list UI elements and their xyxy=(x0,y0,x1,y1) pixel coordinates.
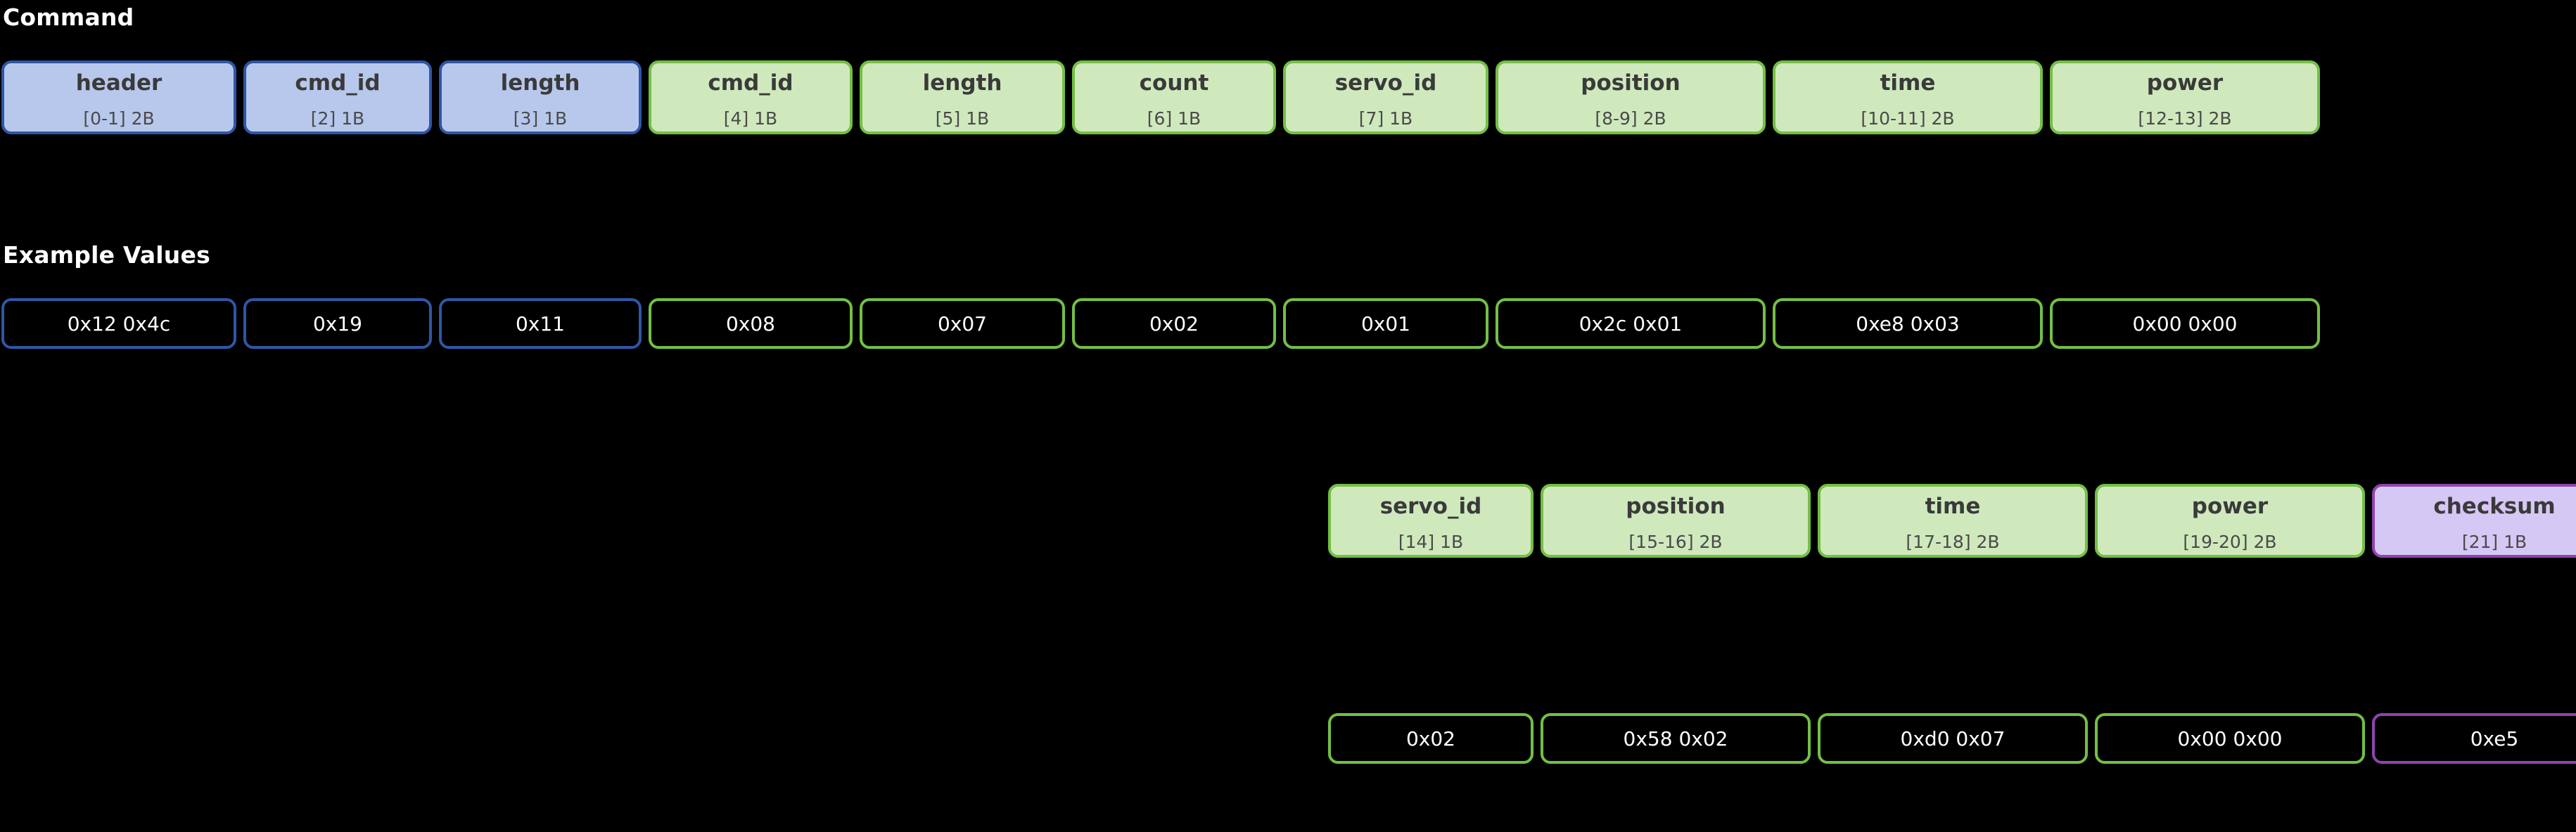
packet-field-range: [19-20] 2B xyxy=(2183,532,2277,553)
command-field-row-2: servo_id [14] 1B position [15-16] 2B time [17… xyxy=(1328,470,2576,558)
packet-field-name: servo_id xyxy=(1379,493,1482,519)
example-value-box-3: 0x00 0x00 xyxy=(2095,713,2365,764)
example-value-box-0: 0x02 xyxy=(1328,713,1534,764)
example-value-box-3: 0x08 xyxy=(649,298,853,349)
packet-field-cmd-id-3: cmd_id [4] 1B xyxy=(649,46,853,134)
example-value-box-1: 0x19 xyxy=(243,298,432,349)
packet-field-range: [12-13] 2B xyxy=(2138,108,2232,129)
packet-field-name: cmd_id xyxy=(295,70,381,96)
packet-field-range: [14] 1B xyxy=(1398,532,1464,553)
packet-field-range: [5] 1B xyxy=(935,108,990,129)
packet-field-name: checksum xyxy=(2433,493,2556,519)
packet-field-position-7: position [8-9] 2B xyxy=(1496,46,1766,134)
packet-field-name: count xyxy=(1139,70,1209,96)
packet-field-header-0: header [0-1] 2B xyxy=(1,46,236,134)
packet-field-checksum-4: checksum [21] 1B xyxy=(2372,470,2576,558)
packet-field-name: position xyxy=(1581,70,1681,96)
example-value-box-2: 0x11 xyxy=(439,298,642,349)
packet-field-time-2: time [17-18] 2B xyxy=(1818,470,2088,558)
packet-field-name: length xyxy=(500,70,580,96)
packet-field-name: header xyxy=(75,70,162,96)
packet-field-power-9: power [12-13] 2B xyxy=(2050,46,2320,134)
packet-field-name: time xyxy=(1925,493,1981,519)
packet-field-name: cmd_id xyxy=(708,70,793,96)
example-value-box-9: 0x00 0x00 xyxy=(2050,298,2320,349)
packet-field-name: length xyxy=(922,70,1002,96)
example-value-box-1: 0x58 0x02 xyxy=(1541,713,1811,764)
packet-field-servo-id-6: servo_id [7] 1B xyxy=(1283,46,1488,134)
packet-field-length-2: length [3] 1B xyxy=(439,46,642,134)
packet-field-range: [8-9] 2B xyxy=(1595,108,1666,129)
command-field-row-1: header [0-1] 2B cmd_id [2] 1B length [3] 1B cm… xyxy=(1,46,2320,134)
example-value-box-6: 0x01 xyxy=(1283,298,1488,349)
packet-field-position-1: position [15-16] 2B xyxy=(1541,470,1811,558)
packet-field-range: [2] 1B xyxy=(310,108,365,129)
packet-field-name: position xyxy=(1626,493,1726,519)
packet-field-range: [21] 1B xyxy=(2461,532,2527,553)
packet-field-range: [6] 1B xyxy=(1147,108,1201,129)
example-value-box-0: 0x12 0x4c xyxy=(1,298,236,349)
packet-field-name: power xyxy=(2191,493,2269,519)
example-value-box-7: 0x2c 0x01 xyxy=(1496,298,1766,349)
packet-field-time-8: time [10-11] 2B xyxy=(1773,46,2043,134)
packet-field-count-5: count [6] 1B xyxy=(1072,46,1276,134)
example-value-box-8: 0xe8 0x03 xyxy=(1773,298,2043,349)
packet-field-range: [15-16] 2B xyxy=(1628,532,1723,553)
packet-field-range: [17-18] 2B xyxy=(1906,532,2000,553)
packet-field-range: [3] 1B xyxy=(513,108,568,129)
packet-field-range: [4] 1B xyxy=(723,108,778,129)
example-value-box-4: 0xe5 xyxy=(2372,713,2576,764)
packet-field-name: servo_id xyxy=(1334,70,1437,96)
packet-field-name: power xyxy=(2146,70,2224,96)
packet-field-range: [7] 1B xyxy=(1358,108,1413,129)
example-value-box-5: 0x02 xyxy=(1072,298,1276,349)
packet-field-servo-id-0: servo_id [14] 1B xyxy=(1328,470,1534,558)
packet-field-range: [10-11] 2B xyxy=(1861,108,1955,129)
packet-field-power-3: power [19-20] 2B xyxy=(2095,470,2365,558)
packet-field-length-4: length [5] 1B xyxy=(860,46,1065,134)
packet-field-cmd-id-1: cmd_id [2] 1B xyxy=(243,46,432,134)
example-value-box-2: 0xd0 0x07 xyxy=(1818,713,2088,764)
example-values-section-title: Example Values xyxy=(3,241,210,269)
packet-field-name: time xyxy=(1880,70,1936,96)
example-value-box-4: 0x07 xyxy=(860,298,1065,349)
packet-field-range: [0-1] 2B xyxy=(83,108,155,129)
command-section-title: Command xyxy=(3,4,134,31)
